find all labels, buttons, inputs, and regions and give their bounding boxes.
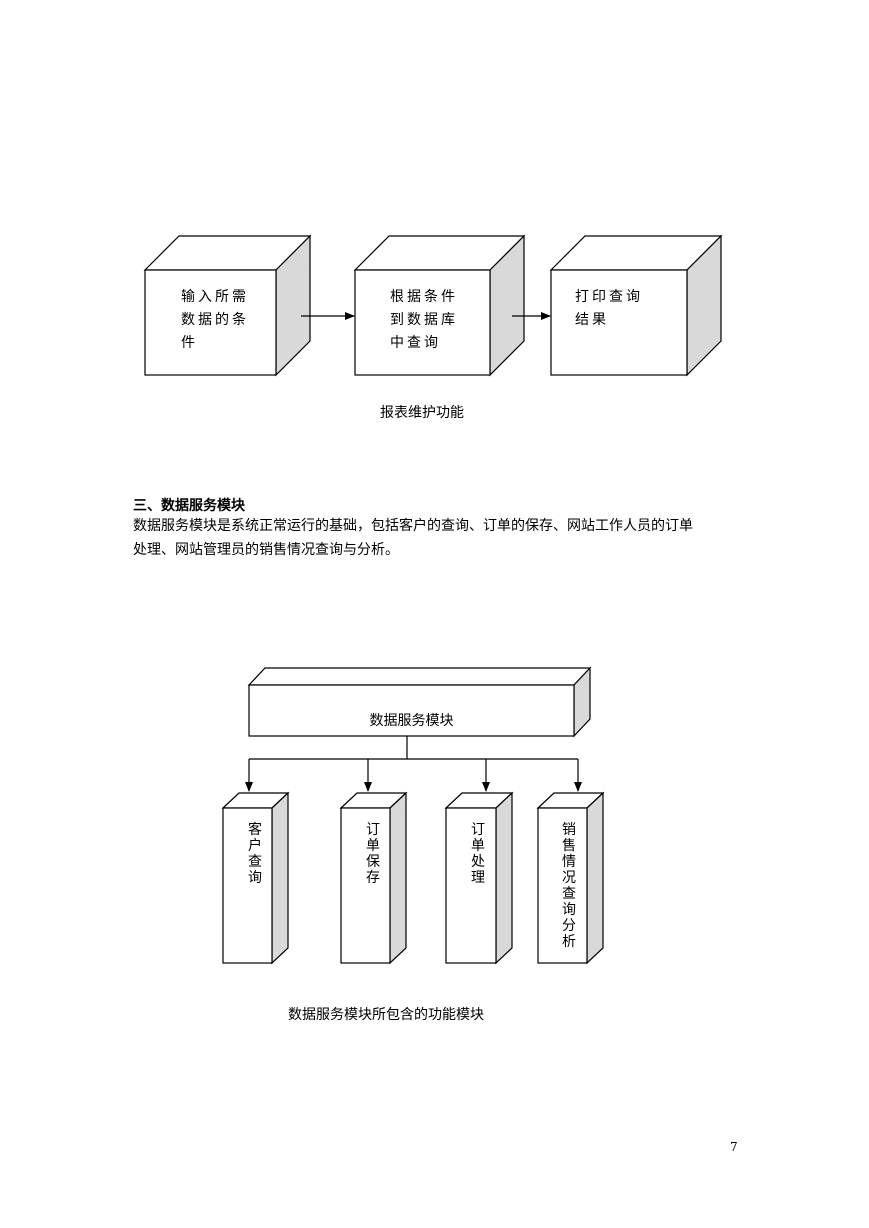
tree-root-box <box>247 666 592 738</box>
paragraph-line-2: 处理、网站管理员的销售情况查询与分析。 <box>133 542 399 558</box>
section-paragraph: 数据服务模块是系统正常运行的基础，包括客户的查询、订单的保存、网站工作人员的订单… <box>133 514 743 562</box>
flow-caption: 报表维护功能 <box>380 405 464 421</box>
section-title: 三、数据服务模块 <box>133 498 245 514</box>
flow-box-2 <box>353 234 526 377</box>
tree-child-box-1 <box>221 791 290 965</box>
tree-child-box-4 <box>536 791 605 965</box>
flow-box-1 <box>143 234 312 377</box>
paragraph-line-1: 数据服务模块是系统正常运行的基础，包括客户的查询、订单的保存、网站工作人员的订单 <box>133 518 693 534</box>
tree-connectors <box>245 736 582 792</box>
tree-caption: 数据服务模块所包含的功能模块 <box>288 1007 484 1023</box>
flow-box-2-label: 根据条件 到数据库 中查询 <box>390 289 458 351</box>
tree-child-4-label: 销售情况查询分析 <box>562 822 576 950</box>
flow-box-1-label: 输入所需 数据的条 件 <box>181 289 249 351</box>
flow-box-3 <box>549 234 723 377</box>
tree-child-1-label: 客户查询 <box>248 822 262 886</box>
tree-child-2-label: 订单保存 <box>366 822 380 886</box>
tree-child-box-3 <box>444 791 514 965</box>
flow-box-3-label: 打印查询 结果 <box>575 289 643 328</box>
tree-child-box-2 <box>339 791 408 965</box>
tree-root-label: 数据服务模块 <box>369 713 454 729</box>
page-number: 7 <box>730 1140 738 1154</box>
tree-child-3-label: 订单处理 <box>471 822 485 886</box>
